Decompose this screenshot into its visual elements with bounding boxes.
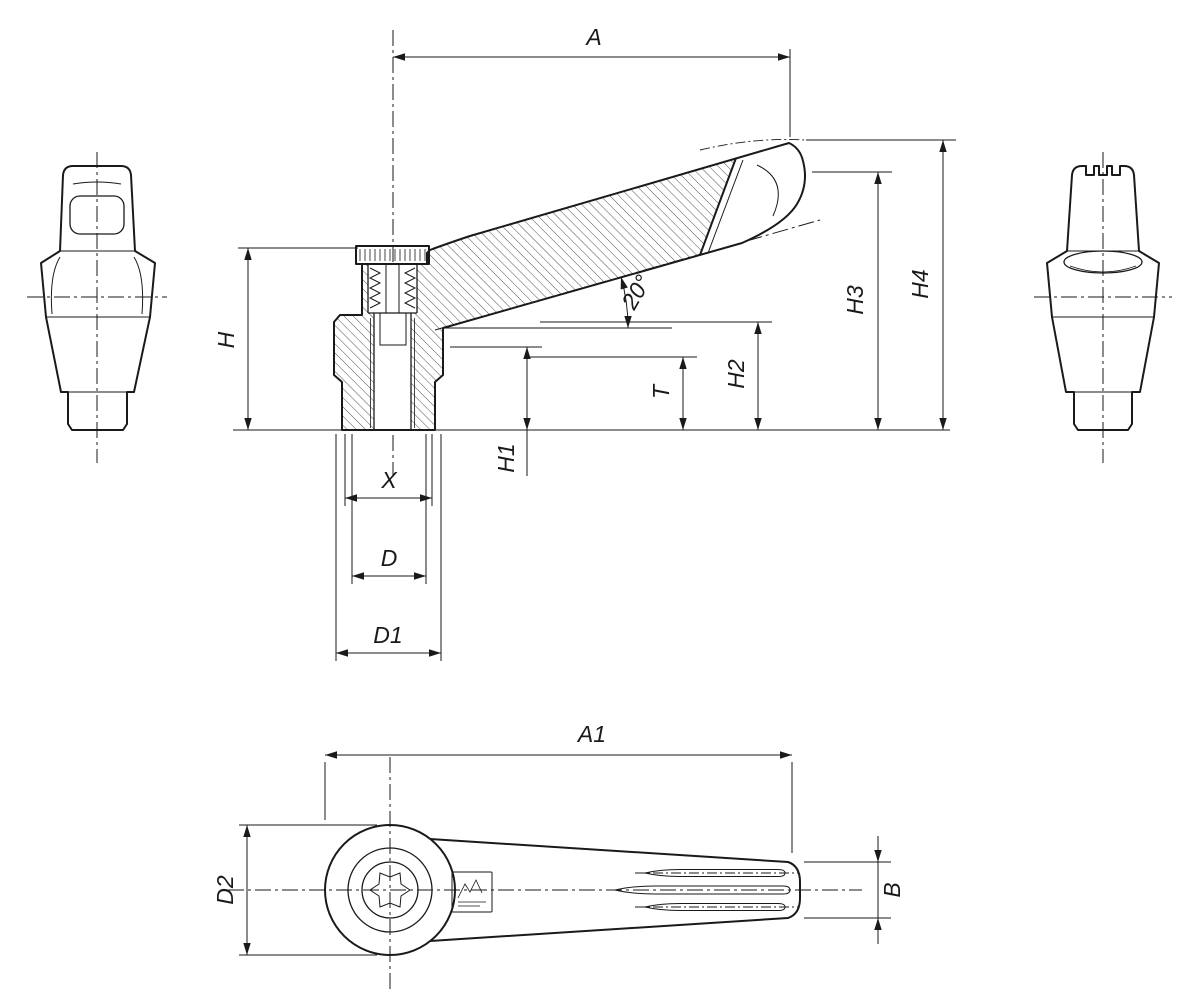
- spline-profile: [369, 872, 411, 908]
- dim-label-h2: H2: [723, 359, 749, 389]
- grip-cap-seam: [699, 157, 737, 256]
- ext-lines: [239, 824, 377, 956]
- dimension-d2: D2: [212, 824, 377, 956]
- dim-label-h1: H1: [493, 443, 519, 472]
- hub-counterbore-circle: [361, 861, 419, 919]
- dimension-a: A: [393, 24, 791, 137]
- thread-lines: [370, 318, 415, 428]
- front-view-outline: [40, 165, 156, 431]
- manufacturer-stamp: [451, 871, 493, 913]
- spring-left: [368, 267, 382, 309]
- angle-arc: [620, 276, 632, 329]
- cap-knurl: [359, 249, 426, 261]
- bore-edges: [373, 313, 412, 430]
- dim-label-a: A: [584, 24, 601, 50]
- dim-label-h: H: [213, 331, 239, 348]
- rear-view: [1034, 152, 1172, 463]
- stamp-frame: [451, 871, 493, 913]
- grip-tip-inner-contour: [756, 164, 779, 217]
- dim-label-d2: D2: [212, 875, 238, 905]
- dim-label-h3: H3: [842, 285, 868, 315]
- hub-boss-circle: [347, 847, 433, 933]
- dim-label-a1: A1: [576, 721, 606, 747]
- spring-right: [403, 267, 417, 309]
- grip-recess: [69, 195, 125, 235]
- rear-recess-lip: [1069, 265, 1137, 273]
- dim-label-d: D: [381, 545, 398, 571]
- dim-label-t: T: [648, 383, 674, 399]
- dim-label-b: B: [879, 882, 905, 897]
- dimension-d: D: [351, 434, 427, 584]
- dimensions-side-view: A H H1 T H2 H3: [213, 24, 956, 661]
- arm-outline: [429, 838, 801, 942]
- screw-shank: [385, 265, 400, 313]
- dimension-x: X: [344, 434, 433, 506]
- dimension-h1: H1: [450, 346, 542, 476]
- shoulder-contours: [50, 256, 144, 315]
- ext-lines: [351, 434, 427, 584]
- stamp-text-lines: [458, 901, 486, 907]
- dimension-h3: H3: [812, 171, 892, 430]
- dimensions-top-view: A1 D2 B: [212, 721, 905, 956]
- dim-label-d1: D1: [373, 622, 402, 648]
- stamp-mark: [457, 879, 483, 899]
- dimension-t: T: [525, 356, 697, 430]
- dimension-h4: H4: [699, 138, 956, 430]
- rear-recess-oval: [1063, 250, 1143, 274]
- dim-label-x: X: [380, 467, 398, 493]
- front-view: [27, 152, 167, 463]
- arm-slot-middle: [614, 885, 791, 895]
- front-view-junction-lines: [46, 250, 150, 393]
- pocket-walls: [367, 264, 418, 313]
- ext-lines: [344, 434, 433, 506]
- grip-end-cap: [700, 143, 805, 255]
- hub-outer-circle: [324, 824, 456, 956]
- side-section-view: [233, 30, 950, 477]
- rear-view-outline: [1046, 165, 1160, 431]
- dimension-a1: A1: [324, 721, 793, 853]
- dim-label-h4: H4: [907, 269, 933, 298]
- dimension-b: B: [804, 836, 905, 944]
- ext-lines: [324, 762, 793, 853]
- top-view: [228, 757, 862, 990]
- dimension-d1: D1: [335, 434, 442, 661]
- dimension-h: H: [213, 247, 358, 430]
- grip-cap-seam-inner: [707, 159, 744, 254]
- grip-top-line: [72, 181, 122, 185]
- dimension-h2: H2: [540, 321, 772, 430]
- ext-lines: [335, 434, 442, 661]
- adjusting-cap: [355, 245, 430, 265]
- swept-silhouette-centerline: [699, 138, 807, 151]
